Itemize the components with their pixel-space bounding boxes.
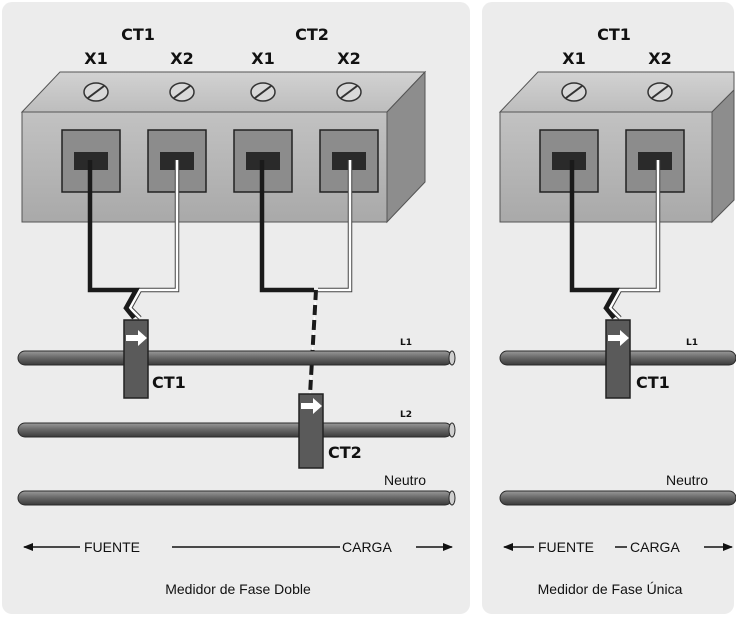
panel-caption: Medidor de Fase Doble [165,581,311,597]
ct1-wire-pair [87,160,180,320]
neutral-conductor [17,490,456,506]
ct2-wire-pair [259,160,353,396]
terminal-block-side [711,88,735,224]
neutral-label: Neutro [666,472,708,488]
terminal-block-top [498,71,735,113]
terminal-block [498,71,735,224]
l1-conductor [17,350,456,366]
terminal-block-side [386,70,426,224]
l1-label: L1 [686,338,698,348]
terminal-x1-label: X1 [251,49,274,68]
screw-icon [83,82,109,102]
terminal-block [20,70,427,224]
ct1-wire-pair [569,160,661,320]
ct1-header-label: CT1 [597,25,631,44]
screw-icon [169,82,195,102]
source-label: FUENTE [84,539,140,555]
terminal-x2-label: X2 [648,49,671,68]
terminal-x2-label: X2 [337,49,360,68]
neutral-conductor [499,490,736,506]
ct1-clamp-label: CT1 [152,373,186,392]
screw-icon [336,82,362,102]
l2-label: L2 [400,410,412,420]
terminal-socket-x1 [539,129,599,193]
double-phase-panel: CT1 CT2 X1 X2 X1 X2 [2,2,470,614]
ct2-header-label: CT2 [295,25,329,44]
panel-caption: Medidor de Fase Única [538,581,683,597]
arrow-right-icon [608,330,629,346]
ct2-clamp [298,393,324,469]
terminal-x1-label: X1 [562,49,585,68]
arrow-right-icon [301,398,322,414]
ct1-clamp-label: CT1 [636,373,670,392]
arrow-right-icon [126,330,147,346]
ct1-header-label: CT1 [121,25,155,44]
load-label: CARGA [342,539,392,555]
terminal-x2-label: X2 [170,49,193,68]
ct1-clamp [123,319,149,399]
source-label: FUENTE [538,539,594,555]
load-label: CARGA [630,539,680,555]
direction-indicator: FUENTE CARGA [503,539,733,555]
screw-icon [250,82,276,102]
screw-icon [647,82,673,102]
l2-conductor [17,422,456,438]
terminal-block-top [20,71,427,113]
single-phase-panel: CT1 X1 X2 L1 CT1 Neutro [482,2,736,614]
direction-indicator: FUENTE CARGA [23,539,453,555]
ct1-clamp [605,319,631,399]
neutral-label: Neutro [384,472,426,488]
terminal-x1-label: X1 [84,49,107,68]
terminal-socket-x2 [625,129,685,193]
l1-label: L1 [400,338,412,348]
ct2-clamp-label: CT2 [328,443,362,462]
screw-icon [561,82,587,102]
